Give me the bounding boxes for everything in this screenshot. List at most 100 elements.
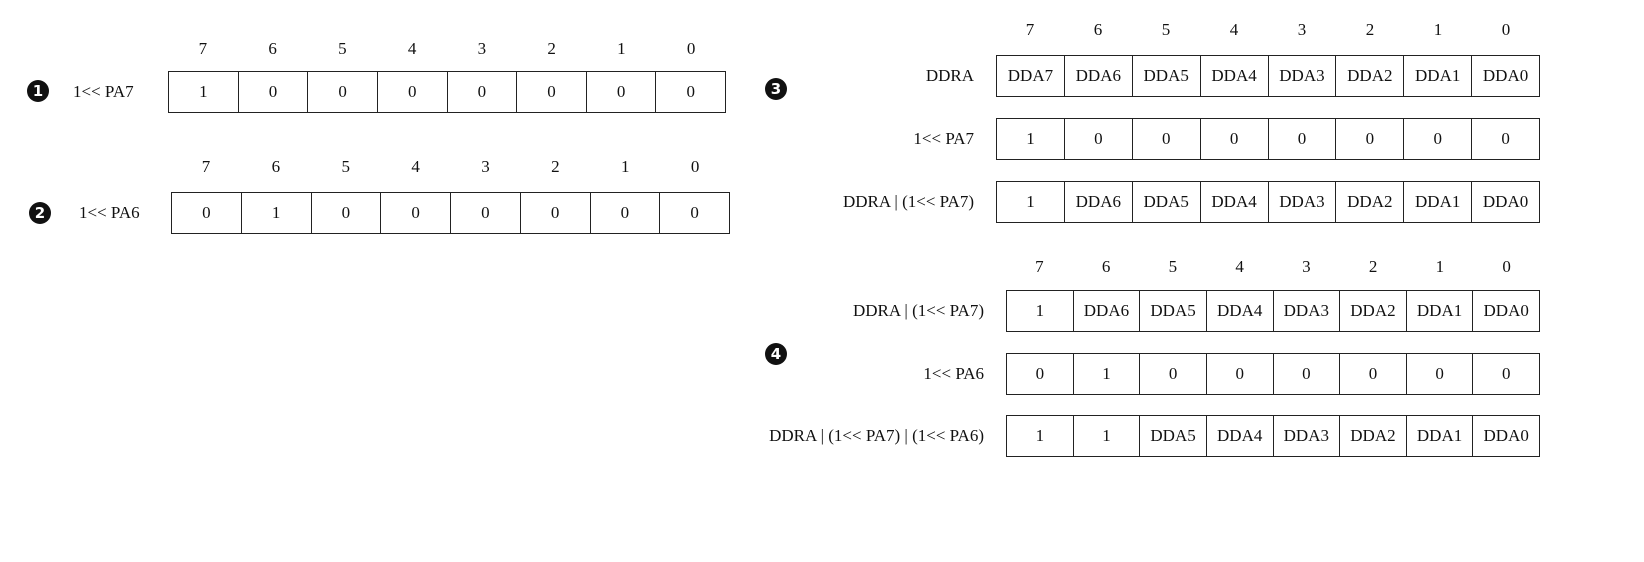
- bit-cell: 0: [376, 72, 447, 112]
- bit-cell: 0: [1139, 354, 1206, 394]
- bit-cell: 1: [1035, 301, 1045, 320]
- bit-cell: 0: [585, 72, 656, 112]
- bit-cell: 0: [589, 193, 660, 233]
- register-label: DDRA | (1<< PA7): [852, 301, 984, 320]
- bit-cell: 1: [1072, 416, 1140, 456]
- bit-cell: 0: [1403, 119, 1471, 159]
- bit-cell: DDA2: [1335, 56, 1403, 96]
- bit-cell: DDA5: [1131, 56, 1200, 96]
- bit-register: 1 DDA6 DDA5 DDA4 DDA3 DDA2 DDA1 DDA0: [996, 181, 1540, 223]
- bit-cell: 0: [655, 72, 725, 112]
- bit-register: DDA7 DDA6 DDA5 DDA4 DDA3 DDA2 DDA1 DDA0: [996, 55, 1540, 97]
- bit-index: 1: [620, 157, 630, 176]
- bit-index: 4: [1235, 257, 1244, 276]
- bit-cell: DDA0: [1472, 291, 1539, 331]
- bit-cell: DDA2: [1335, 182, 1403, 222]
- bit-index: 6: [1093, 20, 1103, 39]
- register-label: 1<< PA7: [913, 129, 974, 148]
- bit-cell: 0: [1272, 354, 1340, 394]
- step-marker-4: 4: [765, 343, 787, 365]
- bit-index: 5: [341, 157, 350, 176]
- bit-cell: DDA1: [1405, 291, 1473, 331]
- bit-cell: DDA4: [1205, 416, 1273, 456]
- step-marker-1: 1: [27, 80, 49, 102]
- bit-index: 0: [686, 39, 696, 58]
- bit-cell: DDA2: [1339, 416, 1406, 456]
- bit-index: 7: [1025, 20, 1035, 39]
- bit-index-row: 7 6 5 4 3 2 1 0: [171, 157, 730, 177]
- bit-cell: 1: [1035, 426, 1045, 445]
- bit-cell: 0: [1339, 354, 1406, 394]
- bit-index: 0: [690, 157, 700, 176]
- register-label: 1<< PA6: [79, 203, 140, 222]
- bit-cell: 1: [1026, 129, 1035, 148]
- register-label: DDRA | (1<< PA7): [842, 192, 974, 211]
- bit-cell: 0: [202, 203, 211, 222]
- step-marker-3: 3: [765, 78, 787, 100]
- bit-cell: 0: [516, 72, 586, 112]
- bit-index: 1: [1435, 257, 1445, 276]
- bit-cell: 0: [1035, 364, 1045, 383]
- bit-cell: DDA1: [1405, 416, 1473, 456]
- bit-cell: DDA0: [1472, 416, 1539, 456]
- bit-cell: 0: [1472, 354, 1539, 394]
- bit-cell: 0: [1131, 119, 1200, 159]
- bit-index: 4: [1229, 20, 1239, 39]
- bit-cell: DDA0: [1471, 56, 1539, 96]
- bit-cell: 0: [380, 193, 450, 233]
- bit-index: 6: [271, 157, 281, 176]
- bit-index: 6: [1101, 257, 1111, 276]
- bit-cell: 0: [659, 193, 729, 233]
- bit-index: 2: [547, 39, 556, 58]
- bit-cell: 0: [1471, 119, 1539, 159]
- bit-index: 2: [1365, 20, 1375, 39]
- bit-cell: DDA0: [1471, 182, 1539, 222]
- bit-cell: 0: [450, 193, 520, 233]
- bit-cell: 0: [446, 72, 517, 112]
- bit-cell: DDA3: [1272, 416, 1340, 456]
- bit-index: 7: [198, 39, 208, 58]
- bit-register: 1 0 0 0 0 0 0 0: [996, 118, 1540, 160]
- bit-cell: 1: [240, 193, 311, 233]
- bit-index: 7: [201, 157, 211, 176]
- bit-index: 3: [1302, 257, 1311, 276]
- bit-index: 3: [481, 157, 490, 176]
- bit-index: 5: [338, 39, 347, 58]
- bit-index: 0: [1501, 20, 1511, 39]
- bit-cell: DDA7: [1007, 66, 1054, 85]
- bit-index-row: 7 6 5 4 3 2 1 0: [1006, 257, 1540, 277]
- bit-index-row: 7 6 5 4 3 2 1 0: [996, 20, 1540, 40]
- bit-cell: 1: [199, 82, 208, 101]
- bit-index: 7: [1035, 257, 1044, 276]
- bit-index: 3: [1297, 20, 1307, 39]
- bit-register: 1 0 0 0 0 0 0 0: [168, 71, 726, 113]
- bit-cell: 0: [1199, 119, 1268, 159]
- bit-cell: DDA4: [1199, 56, 1268, 96]
- bit-cell: DDA5: [1131, 182, 1200, 222]
- bit-cell: 0: [307, 72, 377, 112]
- bit-cell: 0: [519, 193, 590, 233]
- bit-index: 1: [1433, 20, 1443, 39]
- register-label: DDRA | (1<< PA7) | (1<< PA6): [769, 426, 984, 445]
- bit-register: 0 1 0 0 0 0 0 0: [171, 192, 730, 234]
- bit-cell: DDA6: [1063, 56, 1132, 96]
- bit-index: 2: [551, 157, 560, 176]
- bit-cell: DDA3: [1267, 182, 1336, 222]
- bit-index: 1: [617, 39, 626, 58]
- bit-cell: DDA5: [1139, 416, 1206, 456]
- bit-cell: DDA5: [1139, 291, 1206, 331]
- bit-cell: DDA1: [1403, 182, 1471, 222]
- bit-cell: DDA4: [1205, 291, 1273, 331]
- bit-index: 3: [477, 39, 487, 58]
- bit-cell: DDA6: [1072, 291, 1140, 331]
- bit-register: 1 1 DDA5 DDA4 DDA3 DDA2 DDA1 DDA0: [1006, 415, 1540, 457]
- register-label: 1<< PA6: [923, 364, 984, 383]
- bit-cell: 1: [1026, 192, 1035, 211]
- bit-index-row: 7 6 5 4 3 2 1 0: [168, 39, 726, 59]
- bit-cell: 0: [310, 193, 381, 233]
- bit-index: 5: [1161, 20, 1171, 39]
- bit-index: 0: [1502, 257, 1511, 276]
- bit-index: 2: [1368, 257, 1378, 276]
- bit-cell: 1: [1072, 354, 1140, 394]
- bit-cell: 0: [1405, 354, 1473, 394]
